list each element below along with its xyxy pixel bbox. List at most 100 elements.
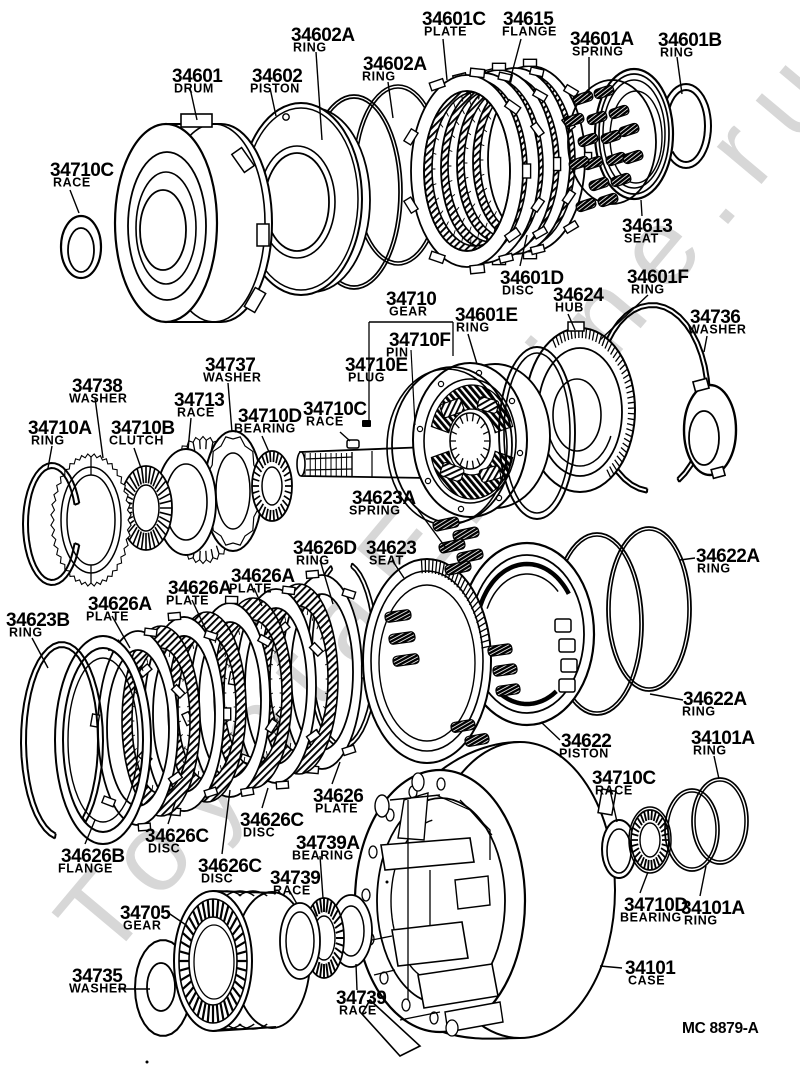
svg-text:DISC: DISC xyxy=(502,284,534,298)
svg-text:34601E: 34601E xyxy=(455,305,518,326)
svg-text:34622A: 34622A xyxy=(696,546,760,567)
svg-text:34101A: 34101A xyxy=(681,898,745,919)
svg-text:RING: RING xyxy=(293,41,327,55)
svg-text:34626C: 34626C xyxy=(198,856,262,877)
svg-text:34101: 34101 xyxy=(625,958,676,979)
svg-text:PIN: PIN xyxy=(386,346,409,360)
svg-text:34735: 34735 xyxy=(72,966,123,987)
svg-text:34710D: 34710D xyxy=(238,406,302,427)
svg-text:34739: 34739 xyxy=(270,868,320,889)
svg-text:34710D: 34710D xyxy=(624,895,688,916)
svg-text:34739: 34739 xyxy=(336,988,386,1009)
svg-text:34601F: 34601F xyxy=(627,267,688,288)
svg-text:BEARING: BEARING xyxy=(620,911,682,925)
svg-text:34601A: 34601A xyxy=(570,29,634,50)
svg-text:PLUG: PLUG xyxy=(348,371,385,385)
svg-text:RING: RING xyxy=(697,562,731,576)
svg-text:BEARING: BEARING xyxy=(234,422,296,436)
svg-text:RING: RING xyxy=(693,744,727,758)
svg-text:DISC: DISC xyxy=(243,826,275,840)
svg-text:RACE: RACE xyxy=(339,1004,377,1018)
svg-text:34623B: 34623B xyxy=(6,610,70,631)
svg-text:34710C: 34710C xyxy=(50,160,114,181)
svg-text:WASHER: WASHER xyxy=(203,371,261,385)
svg-text:34738: 34738 xyxy=(72,376,122,397)
svg-text:RING: RING xyxy=(31,434,65,448)
svg-text:34737: 34737 xyxy=(205,355,255,376)
svg-text:34626C: 34626C xyxy=(145,826,209,847)
svg-text:MC 8879-A: MC 8879-A xyxy=(682,1020,759,1037)
svg-text:34601D: 34601D xyxy=(500,268,564,289)
svg-text:34710: 34710 xyxy=(386,289,436,310)
svg-text:34710E: 34710E xyxy=(345,355,408,376)
svg-text:34710C: 34710C xyxy=(303,399,367,420)
svg-text:RACE: RACE xyxy=(177,406,215,420)
svg-text:PISTON: PISTON xyxy=(559,747,609,761)
svg-text:34615: 34615 xyxy=(503,9,554,30)
svg-text:PISTON: PISTON xyxy=(250,82,300,96)
svg-text:34626A: 34626A xyxy=(88,594,152,615)
svg-text:RACE: RACE xyxy=(273,884,311,898)
svg-text:PLATE: PLATE xyxy=(86,610,129,624)
svg-text:DRUM: DRUM xyxy=(174,82,214,96)
svg-text:34623: 34623 xyxy=(366,538,416,559)
svg-text:34101A: 34101A xyxy=(691,728,755,749)
svg-text:PLATE: PLATE xyxy=(424,25,467,39)
svg-text:WASHER: WASHER xyxy=(69,392,127,406)
svg-text:34623A: 34623A xyxy=(352,488,416,509)
svg-text:34602A: 34602A xyxy=(363,54,427,75)
svg-text:SEAT: SEAT xyxy=(624,232,659,246)
svg-text:34622: 34622 xyxy=(561,731,611,752)
svg-text:DISC: DISC xyxy=(148,842,180,856)
svg-text:RING: RING xyxy=(682,705,716,719)
svg-text:34713: 34713 xyxy=(174,390,224,411)
svg-text:GEAR: GEAR xyxy=(123,919,162,933)
svg-text:34710C: 34710C xyxy=(592,768,656,789)
svg-text:BEARING: BEARING xyxy=(292,849,354,863)
svg-text:34710A: 34710A xyxy=(28,418,92,439)
svg-text:34613: 34613 xyxy=(622,216,672,237)
svg-text:34710B: 34710B xyxy=(111,418,175,439)
svg-text:FLANGE: FLANGE xyxy=(58,862,113,876)
svg-text:FLANGE: FLANGE xyxy=(502,25,557,39)
svg-text:34601: 34601 xyxy=(172,66,223,87)
svg-text:PLATE: PLATE xyxy=(229,582,272,596)
svg-text:RING: RING xyxy=(660,46,694,60)
svg-text:34601C: 34601C xyxy=(422,9,486,30)
svg-text:RING: RING xyxy=(631,283,665,297)
svg-text:34626B: 34626B xyxy=(61,846,125,867)
svg-text:34626C: 34626C xyxy=(240,810,304,831)
svg-text:34622A: 34622A xyxy=(683,689,747,710)
svg-text:34624: 34624 xyxy=(553,285,604,306)
svg-text:34602: 34602 xyxy=(252,66,302,87)
svg-text:CLUTCH: CLUTCH xyxy=(109,434,164,448)
svg-text:SEAT: SEAT xyxy=(369,554,404,568)
svg-text:RACE: RACE xyxy=(53,176,91,190)
svg-text:RING: RING xyxy=(296,554,330,568)
svg-text:DISC: DISC xyxy=(201,872,233,886)
svg-text:34739A: 34739A xyxy=(296,833,360,854)
svg-text:RING: RING xyxy=(456,321,490,335)
svg-text:34626D: 34626D xyxy=(293,538,357,559)
svg-text:GEAR: GEAR xyxy=(389,305,428,319)
svg-text:34601B: 34601B xyxy=(658,30,722,51)
svg-text:SPRING: SPRING xyxy=(572,45,624,59)
svg-text:PLATE: PLATE xyxy=(315,802,358,816)
svg-text:34705: 34705 xyxy=(120,903,171,924)
svg-text:RACE: RACE xyxy=(306,415,344,429)
svg-text:RING: RING xyxy=(684,914,718,928)
svg-text:WASHER: WASHER xyxy=(69,982,127,996)
svg-text:CASE: CASE xyxy=(628,974,665,988)
svg-text:34626A: 34626A xyxy=(231,566,295,587)
svg-text:34626A: 34626A xyxy=(168,578,232,599)
svg-text:34626: 34626 xyxy=(313,786,363,807)
svg-text:RACE: RACE xyxy=(595,784,633,798)
svg-text:WASHER: WASHER xyxy=(688,323,746,337)
svg-text:HUB: HUB xyxy=(555,301,584,315)
svg-text:RING: RING xyxy=(9,626,43,640)
svg-text:34710F: 34710F xyxy=(389,330,450,351)
svg-text:34736: 34736 xyxy=(690,307,740,328)
svg-text:SPRING: SPRING xyxy=(349,504,401,518)
svg-text:34602A: 34602A xyxy=(291,25,355,46)
svg-text:PLATE: PLATE xyxy=(166,594,209,608)
